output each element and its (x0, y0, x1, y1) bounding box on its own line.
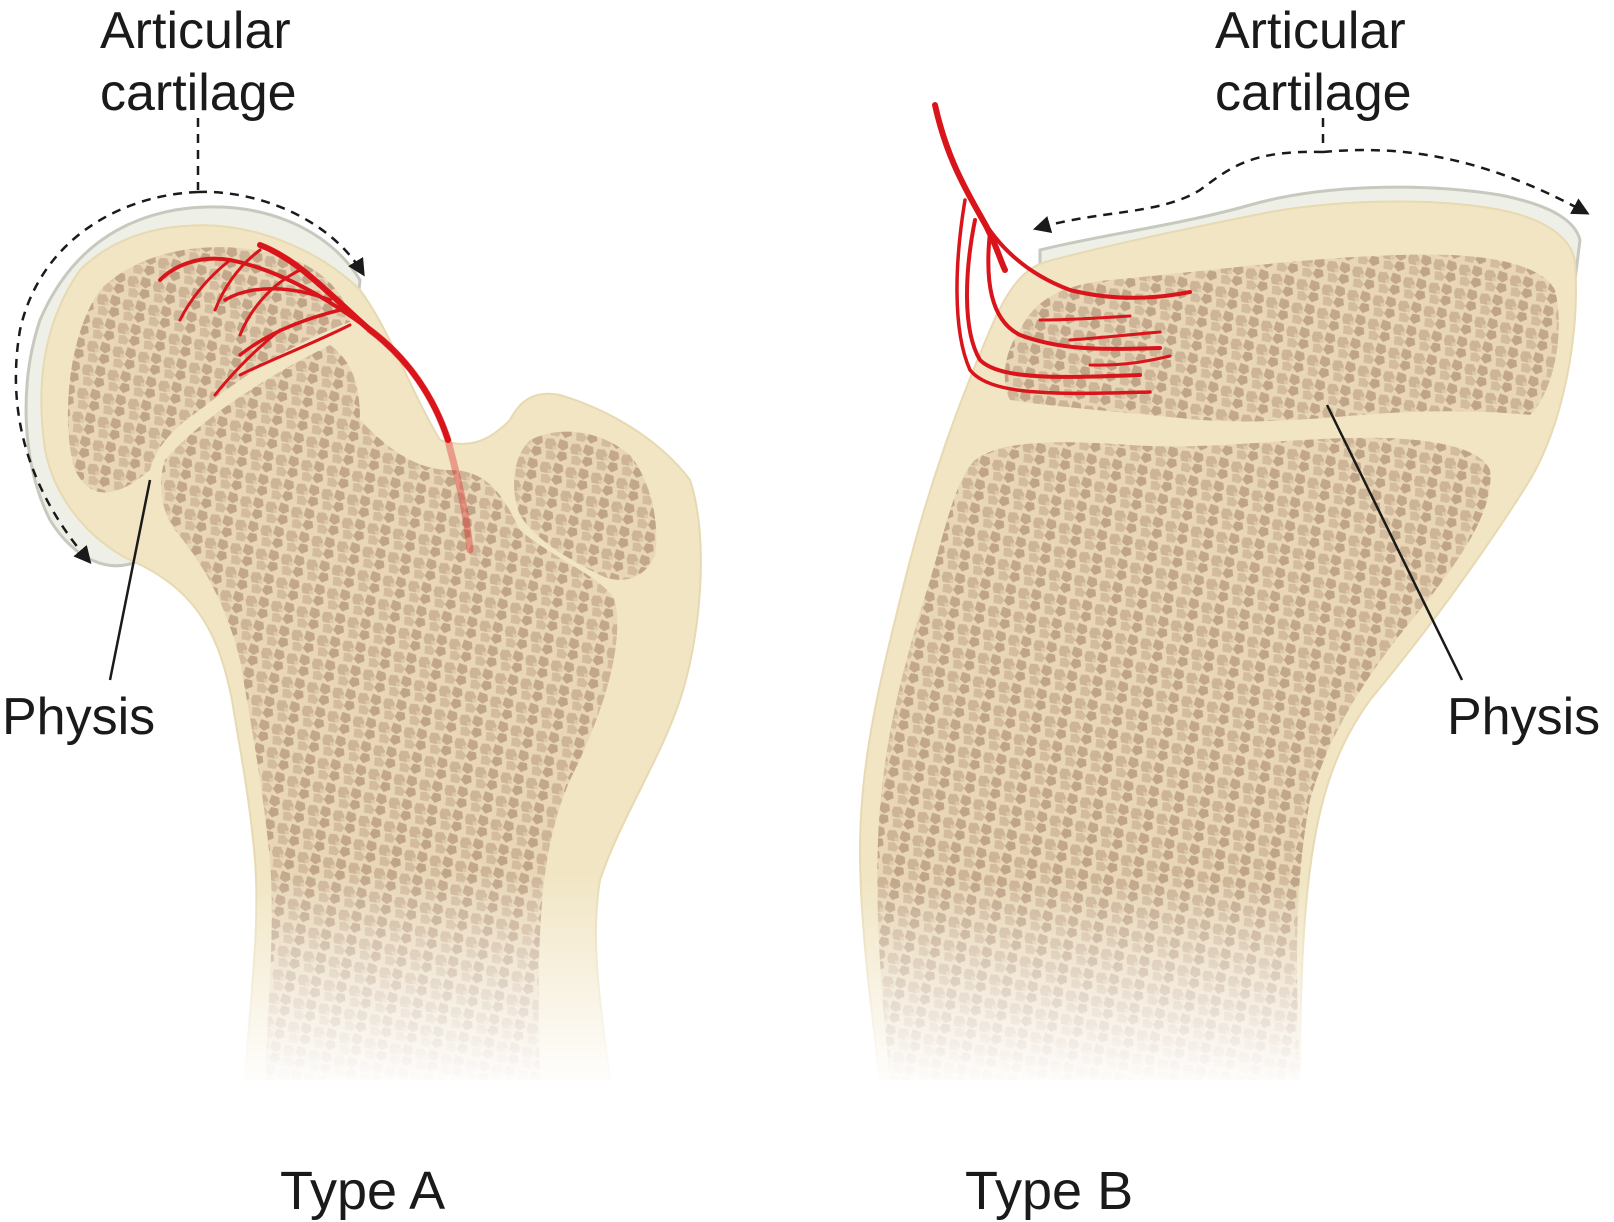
type-a-blood-vessel-icon (158, 242, 474, 554)
type-a-cartilage-label: Articular cartilage (100, 2, 297, 122)
type-a-cartilage-dashed-arrow-left-icon (14, 190, 199, 565)
type-b-cartilage-dashed-arrow-icon (1322, 148, 1590, 215)
type-a-caption: Type A (280, 1161, 446, 1221)
type-b-blood-vessel-icon (932, 102, 1192, 396)
type-b-physis-leader (1325, 404, 1464, 681)
type-a-physis-label: Physis (2, 688, 156, 746)
type-b-bone (850, 185, 1582, 1090)
type-a-cartilage-dashed-arrow-icon (197, 190, 365, 277)
type-a-shaft-fade (220, 870, 640, 1090)
type-a-epiphysis (67, 247, 351, 493)
type-b-physis-label: Physis (1447, 688, 1601, 746)
type-a-bone (24, 205, 702, 1090)
type-b-shaft-fade (850, 880, 1330, 1090)
type-b-cartilage-dashed-arrow-left-icon (1032, 150, 1324, 233)
type-a-physis-leader (108, 479, 152, 681)
type-b-cartilage-label: Articular cartilage (1215, 2, 1412, 122)
type-b-caption: Type B (965, 1161, 1134, 1221)
type-a-trochanter (514, 431, 657, 580)
